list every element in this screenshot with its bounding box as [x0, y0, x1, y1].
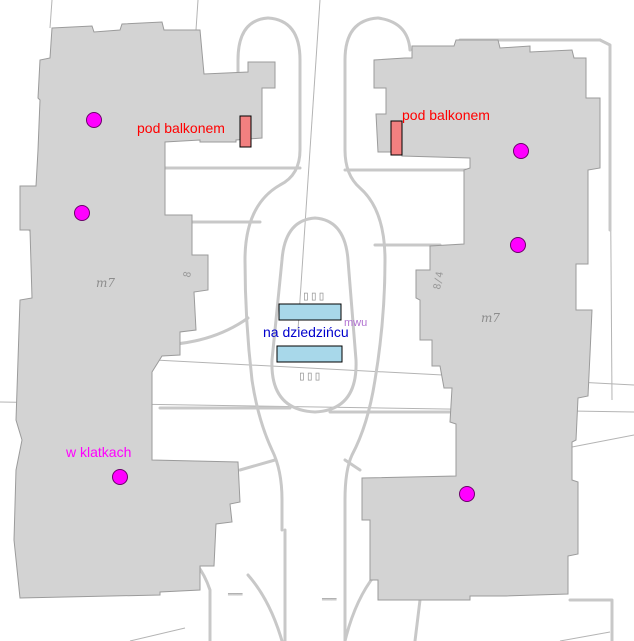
label-courtyard: na dziedzińcu: [263, 324, 349, 340]
building-left: [13, 21, 276, 599]
balcony-bin-left: [239, 115, 252, 148]
label-balcony-right: pod balkonem: [402, 107, 490, 123]
courtyard-bin-top: [278, 303, 342, 321]
point-right-3: [459, 486, 475, 502]
courtyard-bin-bottom: [276, 345, 343, 363]
building-left-number: 8: [182, 271, 194, 279]
point-left-1: [86, 112, 102, 128]
label-balcony-left: pod balkonem: [137, 120, 225, 136]
footpath-mark-right: ═══: [321, 595, 337, 604]
courtyard-faint-top: ▯▯▯: [302, 289, 325, 304]
point-right-2: [510, 237, 526, 253]
building-right: [361, 39, 601, 601]
stairwell-points: [74, 112, 529, 502]
point-right-1: [513, 143, 529, 159]
courtyard-faint-bottom: ▯▯▯: [298, 369, 321, 384]
label-stairwells: w klatkach: [65, 444, 131, 460]
zone-code-right: m7: [481, 311, 500, 325]
zone-code-left: m7: [96, 276, 115, 290]
footpath-mark-left: ═══: [227, 590, 243, 599]
point-left-3: [112, 469, 128, 485]
balcony-bin-right: [390, 120, 403, 156]
zone-code-mwu: mwu: [344, 317, 367, 329]
point-left-2: [74, 205, 90, 221]
building-right-number: 8/4: [432, 271, 446, 291]
